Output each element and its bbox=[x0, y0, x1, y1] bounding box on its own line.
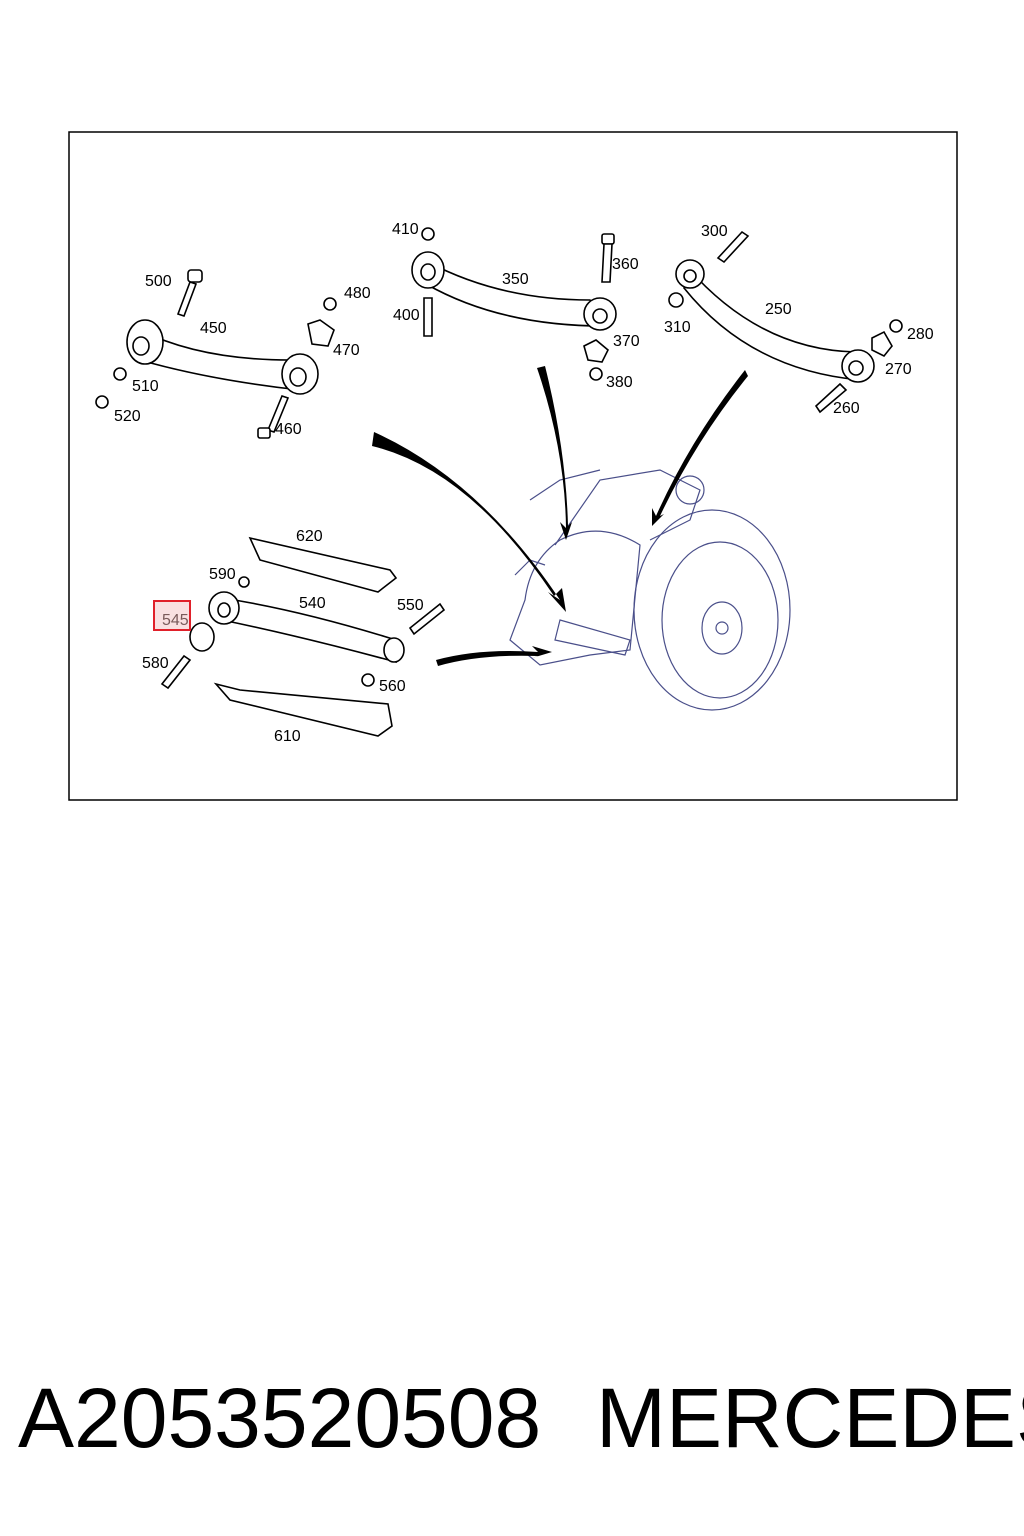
label-560: 560 bbox=[379, 678, 406, 695]
label-500: 500 bbox=[145, 273, 172, 290]
label-540: 540 bbox=[299, 595, 326, 612]
label-370: 370 bbox=[613, 333, 640, 350]
eccentric-plate-470 bbox=[307, 319, 335, 347]
label-580: 580 bbox=[142, 655, 169, 672]
bolt-260 bbox=[814, 382, 848, 414]
washer-590 bbox=[238, 576, 250, 588]
nut-280 bbox=[889, 319, 903, 333]
label-380: 380 bbox=[606, 374, 633, 391]
label-300: 300 bbox=[701, 223, 728, 240]
nut-520 bbox=[95, 395, 109, 409]
diagram-frame bbox=[68, 131, 958, 801]
label-350: 350 bbox=[502, 271, 529, 288]
label-360: 360 bbox=[612, 256, 639, 273]
label-460: 460 bbox=[275, 421, 302, 438]
label-410: 410 bbox=[392, 221, 419, 238]
nut-380 bbox=[589, 367, 603, 381]
label-280: 280 bbox=[907, 326, 934, 343]
nut-560 bbox=[361, 673, 375, 687]
bolt-580 bbox=[160, 654, 192, 690]
label-480: 480 bbox=[344, 285, 371, 302]
label-310: 310 bbox=[664, 319, 691, 336]
bolt-360 bbox=[601, 243, 613, 283]
caption: A2053520508 MERCEDES bbox=[18, 1370, 1024, 1480]
label-270: 270 bbox=[885, 361, 912, 378]
label-260: 260 bbox=[833, 400, 860, 417]
bolt-460 bbox=[257, 395, 290, 439]
label-250: 250 bbox=[765, 301, 792, 318]
nut-310 bbox=[668, 292, 684, 308]
washer-480 bbox=[323, 297, 337, 311]
eccentric-plate-370 bbox=[583, 339, 609, 363]
label-610: 610 bbox=[274, 728, 301, 745]
label-620: 620 bbox=[296, 528, 323, 545]
control-arm-250 bbox=[675, 259, 875, 383]
label-470: 470 bbox=[333, 342, 360, 359]
bolt-300 bbox=[716, 230, 750, 264]
washer-410 bbox=[421, 227, 435, 241]
label-510: 510 bbox=[132, 378, 159, 395]
part-number: A2053520508 bbox=[18, 1371, 542, 1465]
cover-620 bbox=[248, 536, 398, 593]
label-550: 550 bbox=[397, 597, 424, 614]
bolt-360-head bbox=[601, 233, 615, 245]
highlight-box-545 bbox=[153, 600, 191, 631]
washer-510 bbox=[113, 367, 127, 381]
pointer-arrows bbox=[372, 366, 748, 666]
bushing-545 bbox=[189, 622, 215, 652]
label-545: 545 bbox=[162, 612, 189, 629]
control-arm-350 bbox=[411, 251, 617, 331]
label-520: 520 bbox=[114, 408, 141, 425]
control-arm-450 bbox=[126, 319, 319, 395]
brand-name: MERCEDES bbox=[596, 1371, 1024, 1465]
bolt-500 bbox=[176, 269, 203, 318]
cover-610 bbox=[213, 682, 393, 737]
label-400: 400 bbox=[393, 307, 420, 324]
bolt-400 bbox=[423, 297, 433, 337]
label-590: 590 bbox=[209, 566, 236, 583]
control-arm-540 bbox=[208, 591, 405, 664]
bolt-550 bbox=[408, 602, 446, 636]
eccentric-plate-270 bbox=[871, 330, 893, 358]
label-450: 450 bbox=[200, 320, 227, 337]
